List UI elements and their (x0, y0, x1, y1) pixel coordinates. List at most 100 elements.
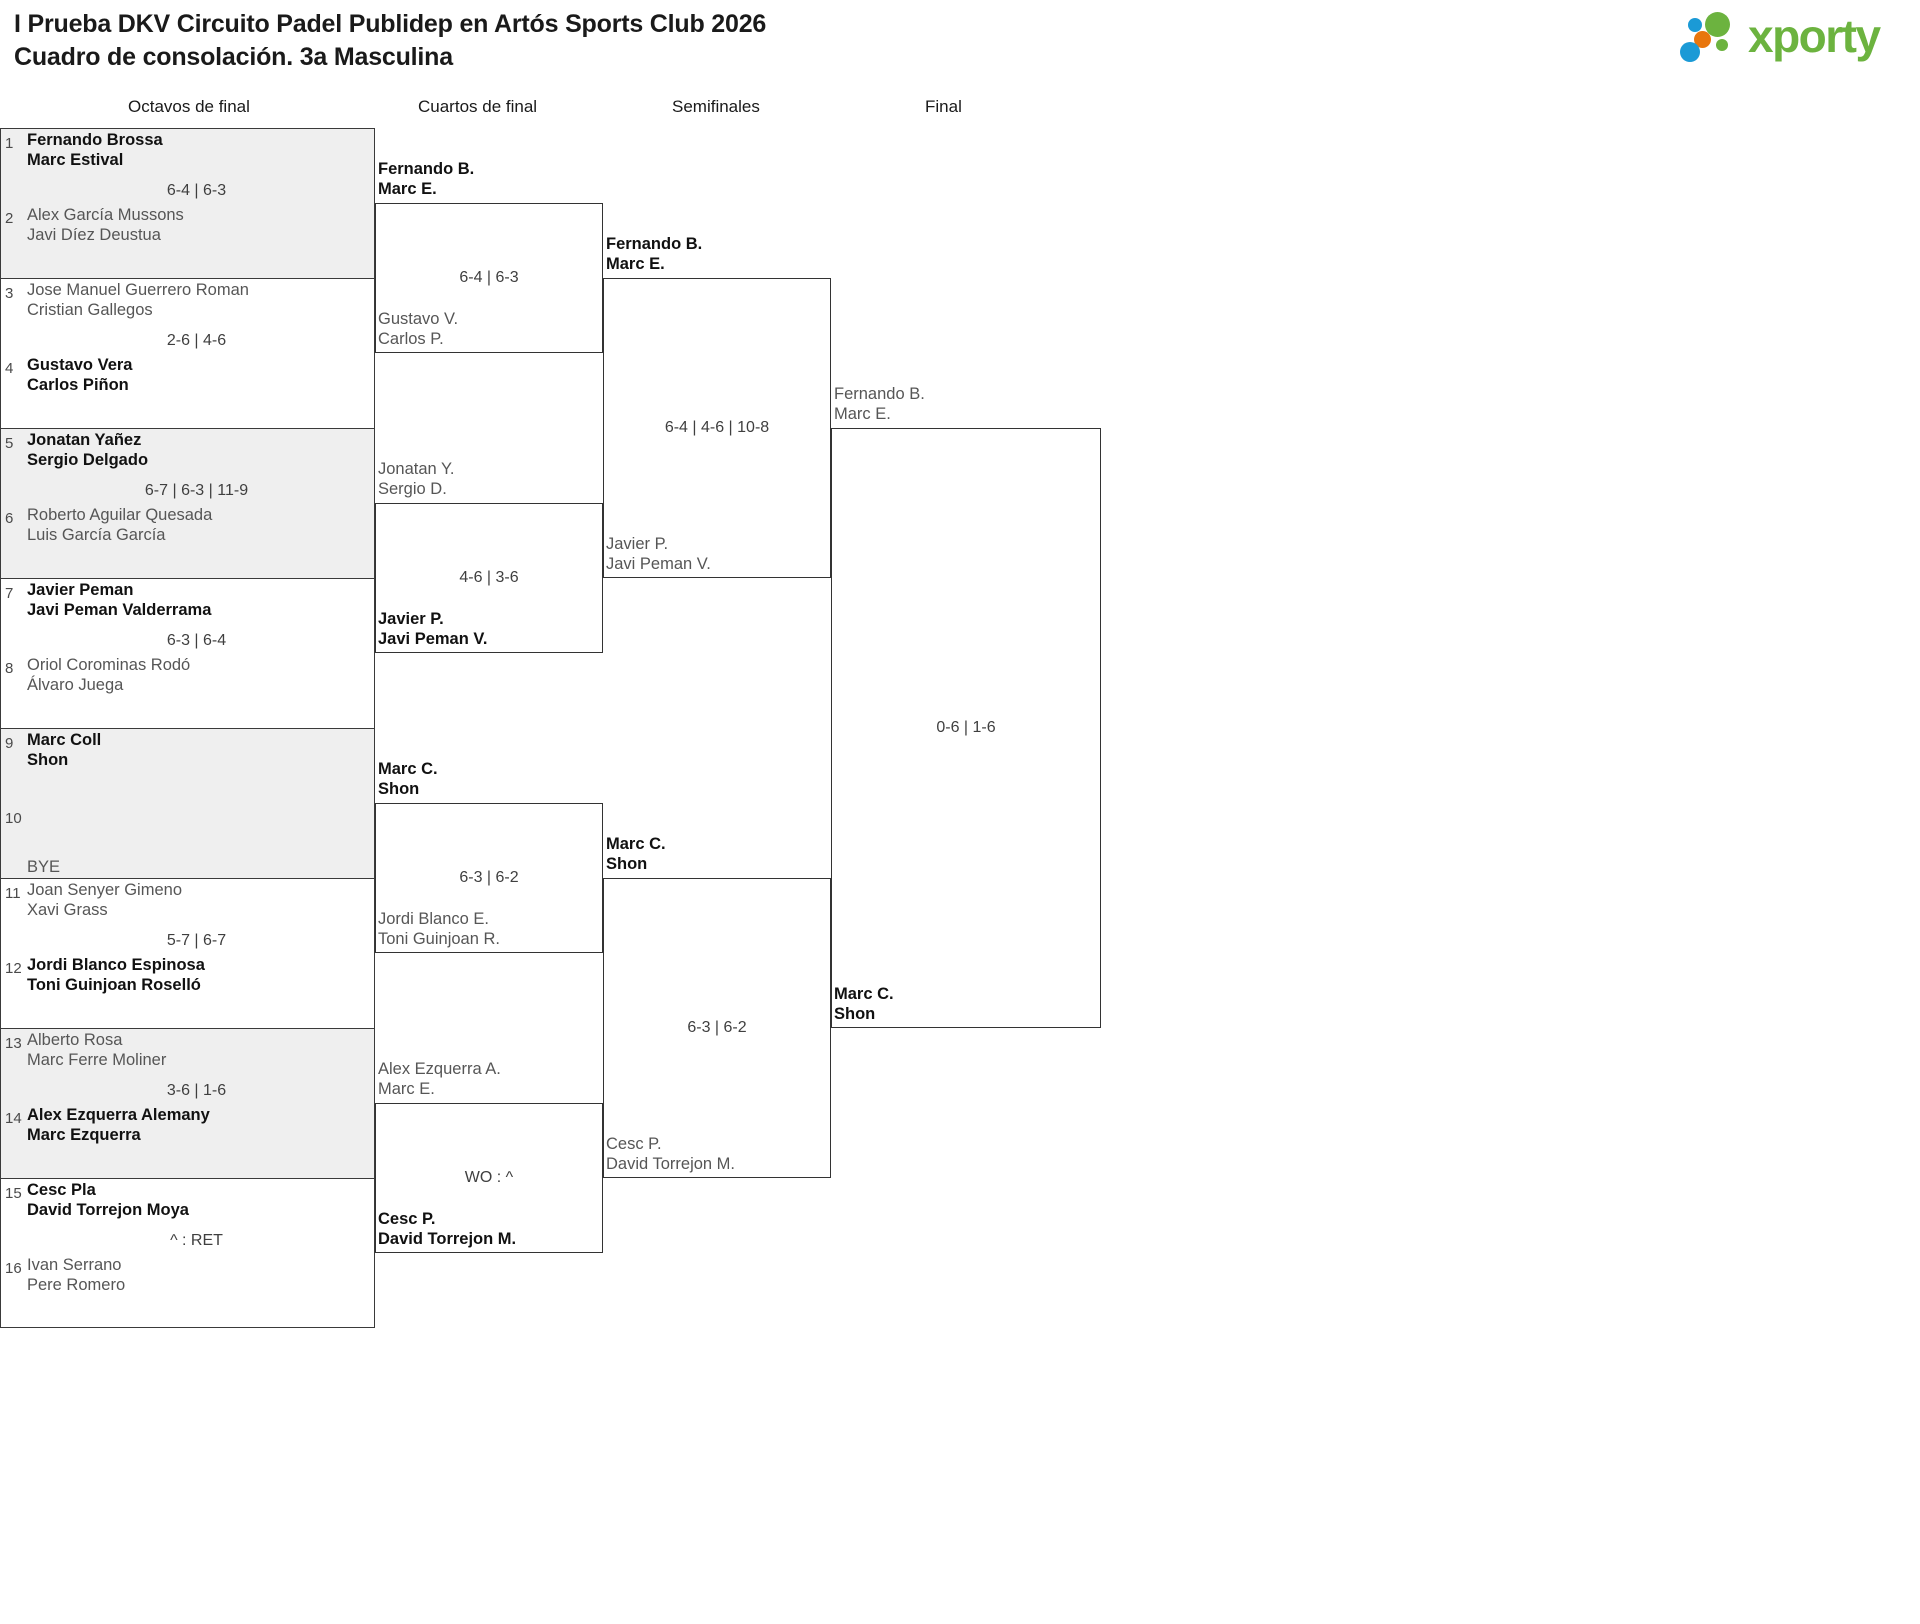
quarterfinal-match-box (375, 503, 603, 653)
quarterfinal-team-bottom[interactable]: Gustavo V.Carlos P. (378, 310, 458, 349)
team-player-2: Javi Peman V. (606, 554, 711, 573)
round1-match-band (0, 728, 375, 878)
team-player-1: Oriol Corominas Rodó (27, 656, 191, 674)
round-header-qf: Cuartos de final (418, 97, 538, 116)
semifinal-team-bottom[interactable]: Cesc P.David Torrejon M. (606, 1135, 735, 1174)
seed-number: 1 (5, 135, 14, 152)
quarterfinal-team-top[interactable]: Jonatan Y.Sergio D. (378, 460, 454, 499)
team-player-1: Jordi Blanco Espinosa (27, 956, 205, 974)
seed-number: 10 (5, 810, 22, 827)
team-player-1: Fernando B. (378, 160, 475, 178)
semifinal-team-top[interactable]: Marc C.Shon (606, 835, 666, 874)
seed-number: 2 (5, 210, 14, 227)
match-score: 5-7 | 6-7 (166, 932, 227, 949)
logo-dots-icon (1672, 12, 1746, 64)
semifinal-team-bottom[interactable]: Javier P.Javi Peman V. (606, 535, 711, 574)
team-player-1: Marc C. (378, 760, 438, 778)
team-player-1: Jonatan Yañez (27, 431, 142, 449)
team-player-2: Javi Díez Deustua (27, 225, 161, 244)
team-player-1: Javier P. (378, 610, 444, 628)
match-score: ^ : RET (170, 1232, 223, 1249)
team-player-1: Cesc Pla (27, 1181, 96, 1199)
match-score: WO : ^ (464, 1169, 514, 1186)
team-player-2: Shon (27, 750, 69, 769)
final-team-bottom[interactable]: Marc C.Shon (834, 985, 894, 1024)
team-player-1: Javier P. (606, 535, 669, 553)
team-player-2: Shon (834, 1004, 876, 1023)
round1-match-band (0, 578, 375, 728)
page-title-line-2: Cuadro de consolación. 3a Masculina (14, 43, 453, 71)
team-player-1: Alberto Rosa (27, 1031, 123, 1049)
page-title-line-1: I Prueba DKV Circuito Padel Publidep en … (14, 10, 767, 38)
team-player-1: Alex Ezquerra Alemany (27, 1106, 210, 1124)
round1-match-band (0, 278, 375, 428)
seed-number: 8 (5, 660, 14, 677)
quarterfinal-team-bottom[interactable]: Jordi Blanco E.Toni Guinjoan R. (378, 910, 500, 949)
team-player-1: Gustavo Vera (27, 356, 133, 374)
match-score: 6-4 | 6-3 (166, 182, 227, 199)
round-header-sf: Semifinales (672, 97, 760, 116)
quarterfinal-match-box (375, 1103, 603, 1253)
team-player-2: Pere Romero (27, 1275, 126, 1294)
page-header: I Prueba DKV Circuito Padel Publidep en … (0, 0, 1920, 90)
quarterfinal-team-top[interactable]: Fernando B.Marc E. (378, 160, 474, 199)
semifinal-match-box (603, 278, 831, 578)
team-player-1: Fernando B. (834, 385, 925, 403)
match-score: 2-6 | 4-6 (166, 332, 227, 349)
seed-number: 3 (5, 285, 14, 302)
round1-match-band (0, 1028, 375, 1178)
match-score: 0-6 | 1-6 (936, 719, 996, 736)
final-team-top[interactable]: Fernando B.Marc E. (834, 385, 925, 424)
quarterfinal-team-bottom[interactable]: Javier P.Javi Peman V. (378, 610, 487, 649)
quarterfinal-team-top[interactable]: Alex Ezquerra A.Marc E. (378, 1060, 501, 1099)
team-player-2: David Torrejon Moya (27, 1200, 189, 1219)
team-player-1: Ivan Serrano (27, 1256, 122, 1274)
team-player-2: Marc E. (378, 1079, 435, 1098)
match-score: 6-4 | 4-6 | 10-8 (664, 419, 770, 436)
team-player-2: Xavi Grass (27, 900, 108, 919)
quarterfinal-team-bottom[interactable]: Cesc P.David Torrejon M. (378, 1210, 516, 1249)
quarterfinal-team-top[interactable]: Marc C.Shon (378, 760, 438, 799)
seed-number: 13 (5, 1035, 22, 1052)
bye-entry[interactable]: BYE (27, 858, 367, 878)
xporty-logo[interactable]: xporty (1672, 6, 1902, 66)
team-player-1: Javier Peman (27, 581, 134, 599)
match-score: 6-3 | 6-2 (459, 869, 519, 886)
seed-number: 11 (5, 885, 21, 902)
match-score: 6-4 | 6-3 (459, 269, 519, 286)
match-score: 6-7 | 6-3 | 11-9 (144, 482, 249, 499)
team-player-2: Sergio Delgado (27, 450, 149, 469)
team-player-2: Cristian Gallegos (27, 300, 153, 319)
match-score: 3-6 | 1-6 (166, 1082, 227, 1099)
seed-number: 7 (5, 585, 14, 602)
round1-match-band (0, 878, 375, 1028)
team-player-1: Joan Senyer Gimeno (27, 881, 183, 899)
match-score: 6-3 | 6-4 (166, 632, 227, 649)
semifinal-team-top[interactable]: Fernando B.Marc E. (606, 235, 702, 274)
team-player-1: Alex Ezquerra A. (378, 1060, 501, 1078)
team-player-1: Marc C. (834, 985, 894, 1003)
team-player-1: Alex García Mussons (27, 206, 184, 224)
match-score: 6-3 | 6-2 (687, 1019, 747, 1036)
seed-number: 12 (5, 960, 22, 977)
team-player-2: Marc E. (378, 179, 437, 198)
match-score: 4-6 | 3-6 (459, 569, 519, 586)
team-player-2: Carlos P. (378, 329, 444, 348)
team-player-1: Gustavo V. (378, 310, 459, 328)
